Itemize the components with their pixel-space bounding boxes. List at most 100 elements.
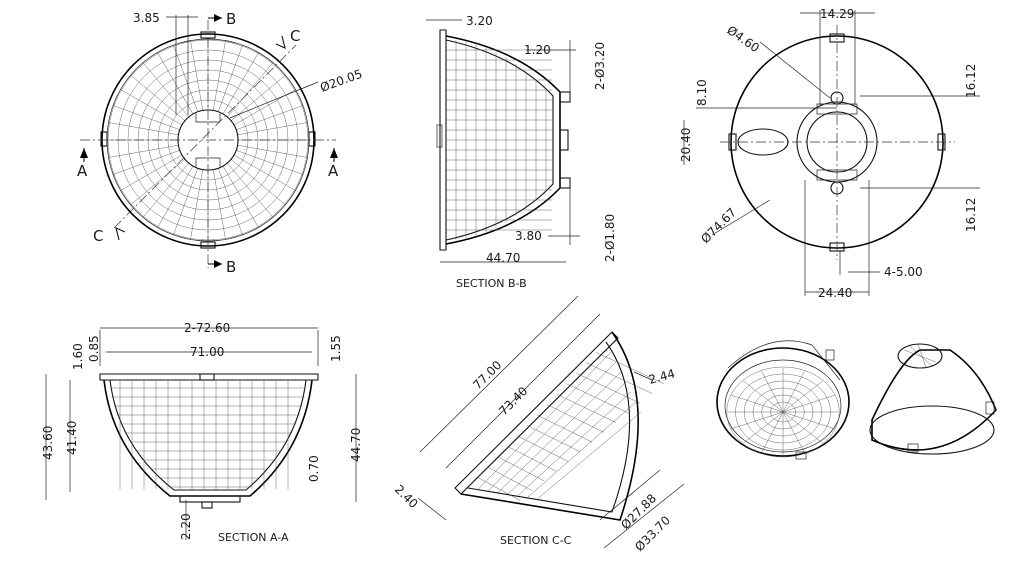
bb-side-clip [436, 124, 443, 148]
iso-front-mesh [726, 366, 840, 458]
dim-cc-73-40: 73.40 [496, 384, 530, 418]
section-cc-title: SECTION C-C [500, 534, 572, 547]
bb-mesh [446, 40, 552, 240]
mesh-radial-line [190, 169, 204, 240]
mesh-radial-line [782, 394, 835, 413]
mesh-ring [726, 366, 840, 458]
dim-cc-2-40: 2.40 [392, 482, 421, 511]
dim-aa-43-60: 43.60 [41, 426, 55, 460]
iso-view-front [716, 340, 850, 460]
section-arrow-b-bottom-head [214, 260, 222, 268]
dim-aa-0-70: 0.70 [307, 455, 321, 482]
section-arrow-b-top-head [214, 14, 222, 22]
section-mark-a-left: A [77, 162, 88, 180]
aa-base-ring [179, 495, 241, 503]
mesh-radial-line [761, 411, 784, 453]
dim-cc-2-44-leader [633, 371, 653, 381]
section-bb-title: SECTION B-B [456, 277, 527, 290]
dim-rear-16-12-top: 16.12 [964, 64, 978, 98]
rear-upper-slot [816, 103, 858, 115]
mesh-radial-line [212, 40, 226, 111]
dim-aa-2-20: 2.20 [179, 513, 193, 540]
mesh-radial-line [743, 411, 784, 444]
dim-d20-05: Ø20.05 [318, 67, 364, 95]
mesh-radial-line [157, 165, 194, 228]
dim-aa-71-00: 71.00 [190, 345, 224, 359]
mesh-diag-line [477, 351, 612, 490]
dim-cc-d33-70-line [603, 483, 685, 549]
iso-rear-clip-bottom [907, 443, 919, 453]
mesh-diag-line [546, 404, 605, 433]
section-bb: 3.20 1.20 2-Ø3.20 2-Ø1.80 3.80 44.70 SEC… [426, 14, 617, 290]
dim-aa-44-70: 44.70 [349, 428, 363, 462]
mesh-radial-line [130, 159, 186, 206]
section-arrow-c-top [275, 35, 286, 49]
iso-rear-rim [869, 405, 995, 455]
aa-mesh [110, 381, 306, 489]
section-mark-a-right: A [328, 162, 339, 180]
mesh-radial-line [218, 168, 243, 235]
mesh-diag-line [507, 381, 627, 495]
aa-top-rim [99, 373, 319, 381]
bb-front-flange [439, 29, 447, 251]
front-hole-notches [195, 113, 221, 167]
dim-rear-24-40: 24.40 [818, 286, 852, 300]
section-arrow-c-bottom [115, 227, 126, 241]
dim-cc-2-44: 2.44 [647, 366, 676, 386]
dim-bb-3-80: 3.80 [515, 229, 542, 243]
mesh-diag-line [517, 391, 632, 496]
iso-front-clip-bottom [795, 451, 807, 460]
cc-mesh [477, 351, 665, 501]
dim-rear-d4-60-leader [759, 41, 831, 99]
mesh-radial-line [227, 62, 274, 118]
mesh-radial-line [120, 154, 183, 191]
section-mark-c-bottom: C [93, 227, 103, 245]
mesh-diag-line [527, 401, 637, 498]
iso-front-shell [727, 340, 841, 381]
dim-aa-0-85: 0.85 [87, 335, 101, 362]
mesh-radial-line [173, 168, 198, 235]
dim-aa-1-55: 1.55 [329, 335, 343, 362]
mesh-radial-line [230, 74, 286, 121]
dim-cc-73-40-line [445, 313, 601, 469]
mesh-diag-line [536, 414, 593, 443]
mesh-radial-line [237, 144, 308, 158]
dim-rear-8-10: 8.10 [695, 79, 709, 106]
iso-rear-body [871, 349, 997, 451]
mesh-radial-line [130, 74, 186, 121]
mesh-radial-line [237, 122, 308, 136]
mesh-diag-line [487, 466, 533, 491]
section-mark-c-top: C [290, 27, 300, 45]
iso-rear-clip [985, 401, 995, 415]
dim-bb-d1-80: 2-Ø1.80 [603, 214, 617, 262]
aa-top-clip [199, 373, 215, 381]
dim-bb-44-70: 44.70 [486, 251, 520, 265]
mesh-radial-line [236, 105, 303, 130]
mesh-diag-line [576, 373, 641, 404]
mesh-diag-line [537, 411, 642, 499]
mesh-diag-line [586, 362, 653, 394]
rear-lower-slot [816, 169, 858, 181]
bb-bottom-pin [559, 177, 571, 189]
mesh-diag-line [497, 371, 622, 493]
mesh-radial-line [218, 45, 243, 112]
mesh-radial-line [227, 162, 274, 218]
front-view: A A B B C C 3.85 Ø20.05 [77, 10, 364, 276]
mesh-diag-line [497, 456, 545, 482]
dim-bb-3-20: 3.20 [466, 14, 493, 28]
dim-cc-2-40-leader [417, 497, 447, 521]
dim-bb-1-20: 1.20 [524, 43, 551, 57]
mesh-diag-line [566, 383, 629, 414]
cc-outer-profile [460, 331, 639, 521]
bb-top-pin [559, 91, 571, 103]
dim-rear-14-29: 14.29 [820, 7, 854, 21]
mesh-radial-line [230, 159, 286, 206]
section-mark-b-top: B [226, 10, 236, 28]
dim-aa-1-60: 1.60 [71, 343, 85, 370]
dim-3-85: 3.85 [133, 11, 160, 25]
cc-rim [454, 331, 619, 495]
dim-cc-d27-88-line [599, 469, 661, 521]
mesh-radial-line [142, 62, 189, 118]
mesh-radial-line [108, 144, 179, 158]
aa-base-tab [201, 501, 213, 509]
